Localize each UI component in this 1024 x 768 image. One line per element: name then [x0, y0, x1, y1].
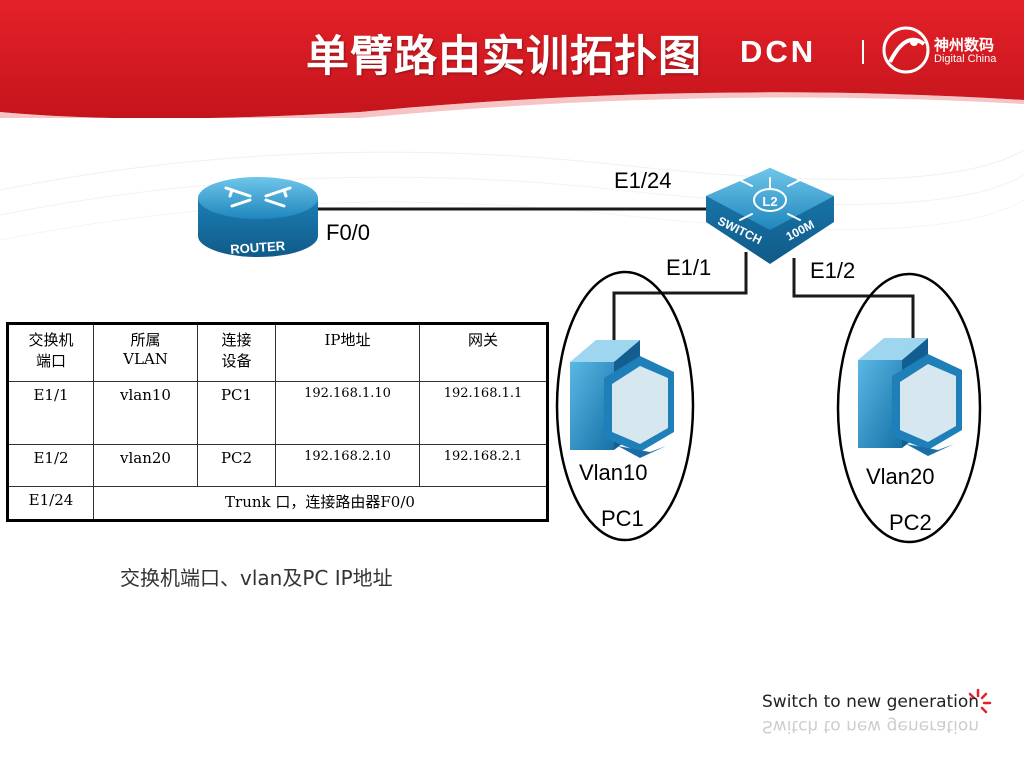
- header-gateway: 网关: [419, 323, 548, 382]
- background-waves: [0, 149, 1024, 241]
- cell-ip: 192.168.2.10: [275, 444, 420, 487]
- pc2-computer-icon[interactable]: [858, 338, 962, 456]
- page-title: 单臂路由实训拓扑图: [306, 32, 702, 82]
- vlan10-ellipse: [555, 270, 695, 542]
- port-info-table: 交换机 端口 所属 VLAN 连接 设备 IP地址 网关 E1/1 vlan10…: [6, 322, 549, 522]
- cell-port: E1/2: [7, 444, 94, 487]
- switch-device[interactable]: L2 SWITCH 100M: [706, 168, 834, 264]
- pc1-vlan-label: Vlan10: [579, 460, 648, 485]
- cell-ip: 192.168.1.10: [275, 381, 420, 445]
- port-label-f0-0: F0/0: [326, 220, 371, 245]
- cell-vlan: vlan20: [93, 444, 198, 487]
- logo-divider: [862, 40, 864, 64]
- port-label-e1-24: E1/24: [614, 168, 672, 193]
- dcn-logo: DCN: [740, 34, 817, 69]
- port-label-e1-1: E1/1: [666, 255, 712, 280]
- pc1-computer-icon[interactable]: [570, 340, 674, 458]
- vlan20-ellipse: [836, 272, 982, 544]
- link-switch-pc1: [612, 252, 748, 340]
- table-row: E1/1 vlan10 PC1 192.168.1.10 192.168.1.1: [7, 381, 548, 445]
- cell-port: E1/1: [7, 381, 94, 445]
- cell-device: PC1: [197, 381, 276, 445]
- slogan-reflection: Switch to new generation: [762, 716, 980, 736]
- slogan: Switch to new generation: [762, 692, 980, 712]
- sparkle-icon: [968, 688, 992, 714]
- router-arrows-icon: [224, 186, 292, 208]
- cell-device: PC2: [197, 444, 276, 487]
- header-device: 连接 设备: [197, 323, 276, 382]
- router-device[interactable]: ROUTER: [198, 177, 318, 257]
- header-banner: 单臂路由实训拓扑图 DCN 神州数码 Digital China: [0, 0, 1024, 118]
- cell-port: E1/24: [7, 486, 94, 521]
- network-links: [300, 207, 915, 340]
- table-row-trunk: E1/24 Trunk 口，连接路由器F0/0: [7, 486, 548, 521]
- header-switch-port: 交换机 端口: [7, 323, 94, 382]
- port-label-e1-2: E1/2: [810, 258, 856, 283]
- header-background: [0, 0, 1024, 118]
- header-vlan: 所属 VLAN: [93, 323, 198, 382]
- table-caption: 交换机端口、vlan及PC IP地址: [120, 566, 393, 590]
- router-label: ROUTER: [230, 238, 286, 257]
- table-row: E1/2 vlan20 PC2 192.168.2.10 192.168.2.1: [7, 444, 548, 487]
- header-ip: IP地址: [275, 323, 420, 382]
- switch-arrows-icon: [739, 177, 801, 221]
- digital-china-logo-icon: [882, 26, 930, 74]
- pc2-vlan-label: Vlan20: [866, 464, 935, 489]
- cell-gateway: 192.168.2.1: [419, 444, 548, 487]
- switch-badge: L2: [762, 194, 777, 209]
- cell-trunk-desc: Trunk 口，连接路由器F0/0: [93, 486, 548, 521]
- pc1-name-label: PC1: [601, 506, 644, 531]
- cell-vlan: vlan10: [93, 381, 198, 445]
- link-switch-pc2: [792, 258, 915, 338]
- brand-name-en: Digital China: [934, 53, 997, 65]
- cell-gateway: 192.168.1.1: [419, 381, 548, 445]
- pc2-name-label: PC2: [889, 510, 932, 535]
- brand-name-cn: 神州数码: [934, 36, 995, 54]
- table-header-row: 交换机 端口 所属 VLAN 连接 设备 IP地址 网关: [7, 323, 548, 382]
